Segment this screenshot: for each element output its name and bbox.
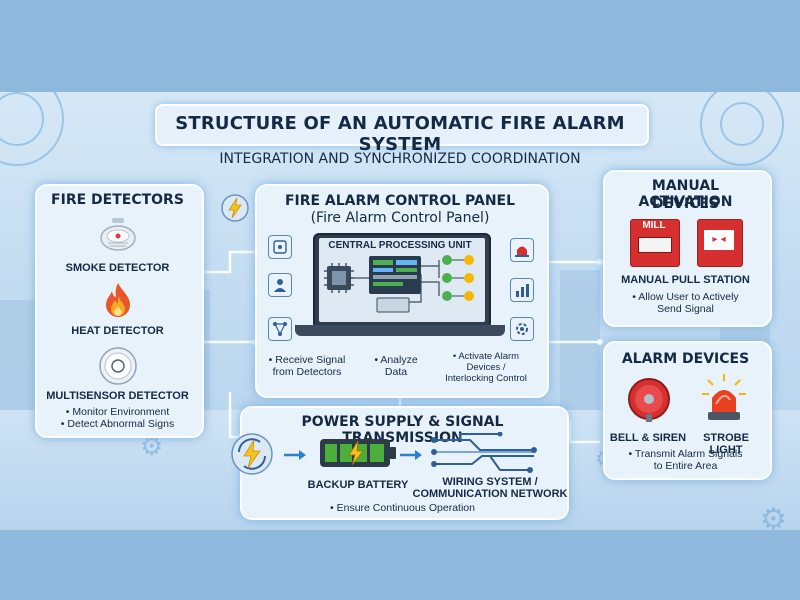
alarm-devices-panel (603, 341, 772, 480)
flame-icon (106, 283, 130, 317)
pull-station-handle (638, 237, 672, 253)
decor-ring (700, 92, 784, 166)
user-icon (268, 273, 292, 297)
laptop-base (295, 325, 505, 336)
skyline-building (560, 270, 600, 410)
decor-ring (0, 92, 44, 146)
main-scene: ⚙ ⚙ ⚙ STRUCTURE OF AN AUTOMATIC FIRE ALA… (0, 92, 800, 530)
multisensor-detector-label: MULTISENSOR DETECTOR (46, 390, 189, 402)
function-line: • Activate Alarm (452, 351, 520, 362)
power-panel (240, 406, 569, 520)
settings-icon (510, 317, 534, 341)
function-line: Devices / (466, 362, 506, 373)
bell-icon (628, 378, 670, 422)
manual-activation-heading-line2: DEVICES (651, 196, 720, 212)
decor-ring (720, 102, 764, 146)
network-icon (268, 317, 292, 341)
gear-icon: ⚙ (760, 502, 787, 530)
function-analyze: • Analyze Data (356, 354, 436, 378)
heat-detector-label: HEAT DETECTOR (71, 325, 164, 337)
alarm-note: • Transmit Alarm Signals (628, 448, 743, 460)
multisensor-detector-icon (99, 347, 137, 385)
manual-note: • Allow User to Actively (632, 291, 739, 303)
alarm-devices-heading: ALARM DEVICES (621, 351, 750, 367)
circuit-network-icon (431, 432, 537, 473)
network-label-line1: WIRING SYSTEM / (442, 476, 538, 488)
detector-note: • Monitor Environment (65, 406, 170, 418)
control-panel-heading: FIRE ALARM CONTROL PANEL (284, 193, 516, 209)
strobe-light-label: STROBE LIGHT (703, 432, 749, 456)
network-label-line2: COMMUNICATION NETWORK (412, 488, 568, 500)
smoke-detector-label: SMOKE DETECTOR (65, 262, 170, 274)
function-line: • Analyze (374, 354, 418, 366)
control-panel-subheading: (Fire Alarm Control Panel) (310, 210, 490, 226)
pull-station-label: MANUAL PULL STATION (621, 274, 750, 286)
function-receive: • Receive Signal from Detectors (262, 354, 352, 378)
strobe-light-icon (702, 374, 746, 420)
bell-siren-label: BELL & SIREN (609, 432, 687, 444)
power-cycle-icon (231, 433, 273, 475)
chart-icon (510, 278, 534, 302)
detector-note: • Detect Abnormal Signs (60, 418, 175, 430)
fire-detectors-heading: FIRE DETECTORS (51, 192, 184, 208)
manual-note: Send Signal (657, 303, 714, 315)
function-line: Interlocking Control (445, 373, 527, 384)
connection-lines (202, 250, 603, 444)
pull-station-sign: MILL (642, 220, 666, 231)
skyline-building (0, 300, 40, 410)
function-line: Data (384, 366, 408, 378)
cpu-label: CENTRAL PROCESSING UNIT (328, 240, 472, 251)
cpu-diagram (324, 255, 474, 313)
battery-icon (320, 439, 396, 467)
module-icon (268, 235, 292, 259)
page-title: STRUCTURE OF AN AUTOMATIC FIRE ALARM SYS… (175, 113, 625, 155)
arrow-right-icon (284, 450, 306, 460)
arrow-right-icon (400, 450, 422, 460)
lightning-bolt-icon (221, 194, 249, 222)
function-line: from Detectors (272, 366, 342, 378)
gear-icon: ⚙ (140, 432, 164, 462)
battery-label: BACKUP BATTERY (307, 479, 409, 491)
manual-activation-heading-line1: MANUAL ACTIVATION (638, 178, 733, 210)
alarm-note: to Entire Area (653, 460, 718, 472)
function-line: • Receive Signal (268, 354, 346, 366)
page-subtitle: INTEGRATION AND SYNCHRONIZED COORDINATIO… (219, 151, 581, 167)
alarm-icon (510, 238, 534, 262)
title-banner (155, 104, 649, 146)
call-point-glass: ▸ ◂ (704, 230, 734, 250)
smoke-detector-icon (100, 218, 136, 251)
power-note: • Ensure Continuous Operation (330, 502, 475, 514)
function-activate: • Activate Alarm Devices / Interlocking … (430, 351, 542, 384)
